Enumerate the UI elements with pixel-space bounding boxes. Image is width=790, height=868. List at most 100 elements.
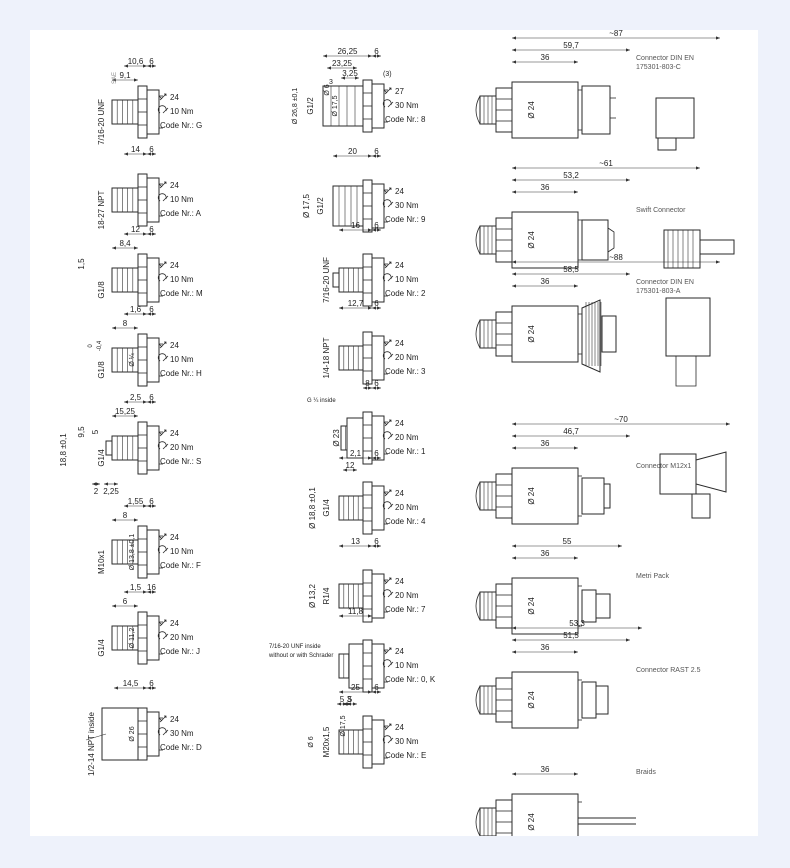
- dimension-value: 16: [147, 583, 156, 592]
- hex-nut: [137, 707, 148, 761]
- torque-icon: [382, 199, 394, 208]
- wrench-size: 24: [170, 715, 179, 724]
- dimension-value: 36: [541, 765, 550, 774]
- dimension-value: 9,5: [77, 426, 86, 438]
- hex-nut: [137, 421, 148, 475]
- dimension-value: 6: [149, 225, 154, 234]
- torque-value: 10 Nm: [395, 275, 419, 284]
- wrench-size: 24: [395, 261, 404, 270]
- wrench-size: 24: [170, 341, 179, 350]
- hex-nut: [137, 85, 148, 139]
- thread-label: G1/2: [316, 197, 325, 215]
- thread-label: G1/8: [97, 281, 106, 299]
- thread-label: G1/8: [97, 361, 106, 379]
- torque-value: 10 Nm: [170, 355, 194, 364]
- dimension-value: 6: [374, 379, 379, 388]
- connector-name: Connector RAST 2.5: [636, 667, 701, 674]
- torque-icon: [382, 273, 394, 282]
- dimension-value: 6: [149, 679, 154, 688]
- wrench-size: 24: [170, 93, 179, 102]
- dimension-value: 6: [149, 305, 154, 314]
- connector-name: Metri Pack: [636, 573, 670, 580]
- dimension-value: 14,5: [123, 679, 139, 688]
- dimension-value: 1,6: [130, 305, 142, 314]
- dimension-value: 2: [94, 487, 99, 496]
- wrench-icon: [158, 181, 167, 189]
- diameter-label: Ø 13,8 ±0,1: [129, 534, 136, 571]
- torque-icon: [382, 99, 394, 108]
- connector-name: Swift Connector: [636, 207, 686, 214]
- diameter-label: Ø 6: [324, 84, 331, 95]
- torque-icon: [157, 193, 169, 202]
- dimension-value: 36: [541, 439, 550, 448]
- diameter-label: Ø 24: [527, 487, 536, 505]
- wrench-icon: [383, 339, 392, 347]
- dimension-value: 6: [149, 497, 154, 506]
- dimension-value: 8,4: [119, 239, 131, 248]
- dimension-value: 6: [374, 537, 379, 546]
- dimension-value: 36: [541, 549, 550, 558]
- dimension-value: 6: [374, 47, 379, 56]
- code-number: Code Nr.: 3: [385, 367, 426, 376]
- wrench-icon: [158, 715, 167, 723]
- wrench-icon: [158, 93, 167, 101]
- thread-label: 7/16-20 UNF: [322, 257, 331, 303]
- code-number: Code Nr.: 0, K: [385, 675, 436, 684]
- torque-value: 10 Nm: [170, 275, 194, 284]
- torque-value: 30 Nm: [395, 201, 419, 210]
- wrench-size: 24: [395, 339, 404, 348]
- thread-label: R1/4: [322, 587, 331, 604]
- wrench-icon: [158, 261, 167, 269]
- thread-label: 18-27 NPT: [97, 191, 106, 230]
- dimension-value: 53,2: [563, 171, 579, 180]
- hex-nut: [362, 715, 373, 769]
- diameter-label: Ø 24: [527, 231, 536, 249]
- hex-nut: [137, 173, 148, 227]
- thread-tip: [475, 95, 481, 125]
- dimension-value: 8: [123, 511, 128, 520]
- wrench-size: 24: [395, 647, 404, 656]
- dimension-value: 6: [374, 449, 379, 458]
- dimension-value: 3: [329, 79, 333, 86]
- wrench-icon: [383, 261, 392, 269]
- dimension-value: 1,55: [128, 497, 144, 506]
- hex-nut: [362, 481, 373, 535]
- torque-icon: [382, 735, 394, 744]
- wrench-icon: [383, 647, 392, 655]
- dimension-value: 5: [340, 695, 345, 704]
- dimension-value: 1,5: [77, 258, 86, 270]
- dimension-value: 36: [541, 277, 550, 286]
- wrench-icon: [383, 577, 392, 585]
- dimension-value: 1,5: [130, 583, 142, 592]
- wrench-size: 24: [395, 419, 404, 428]
- dimension-value: 53,3: [569, 619, 585, 628]
- dimension-value: 6: [374, 221, 379, 230]
- code-number: Code Nr.: 7: [385, 605, 426, 614]
- hex-nut: [362, 253, 373, 307]
- torque-icon: [382, 501, 394, 510]
- dimension-value: 6: [374, 147, 379, 156]
- wrench-icon: [158, 533, 167, 541]
- dimension-value: 26,25: [337, 47, 358, 56]
- standard-label: SAE: [112, 72, 118, 84]
- dimension-value: 5: [348, 695, 353, 704]
- torque-icon: [157, 631, 169, 640]
- diameter-label: Ø 26: [129, 726, 136, 741]
